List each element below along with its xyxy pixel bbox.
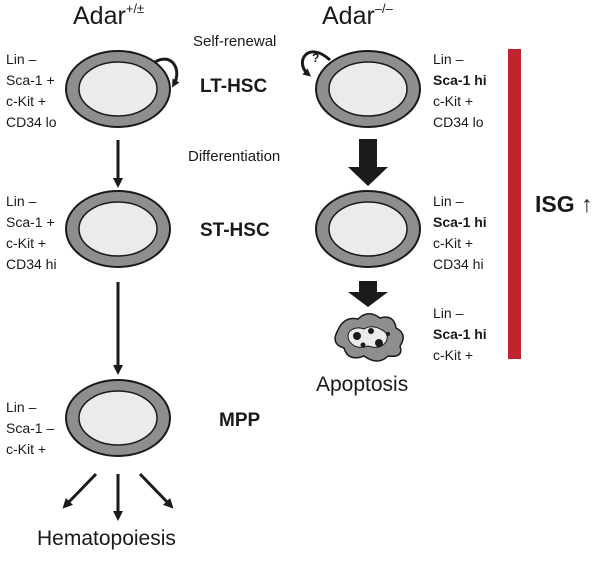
marker: Sca-1 + (6, 214, 55, 230)
marker-highlight: Sca-1 hi (433, 72, 487, 88)
marker-highlight: Sca-1 hi (433, 214, 487, 230)
wt-mpp-markers: Lin – Sca-1 – c-Kit + (6, 397, 54, 460)
ko-self-renewal-arrow (301, 50, 332, 77)
wt-lt-markers: Lin – Sca-1 + c-Kit + CD34 lo (6, 49, 57, 133)
marker: CD34 hi (433, 256, 484, 272)
ko-lt-markers: Lin – Sca-1 hi c-Kit + CD34 lo (433, 49, 487, 133)
marker: c-Kit + (433, 93, 474, 109)
marker: Lin – (6, 193, 37, 209)
ko-st-hsc-cell (315, 190, 421, 268)
hematopoiesis-arrow-left (62, 472, 98, 509)
marker: CD34 lo (6, 114, 57, 130)
marker: c-Kit + (6, 93, 47, 109)
marker: c-Kit + (433, 235, 474, 251)
self-renewal-label: Self-renewal (193, 33, 277, 50)
stage-mpp: MPP (219, 410, 261, 431)
marker: Sca-1 – (6, 420, 55, 436)
differentiation-label: Differentiation (188, 148, 281, 165)
wt-lt-hsc-cell (65, 50, 171, 128)
wt-mpp-cell (65, 379, 171, 457)
isg-bar (508, 49, 521, 359)
header-knockout: Adar–/– (322, 1, 393, 31)
isg-label: ISG ↑ (535, 191, 593, 218)
marker: c-Kit + (433, 347, 474, 363)
marker: c-Kit + (6, 235, 47, 251)
ko-st-markers: Lin – Sca-1 hi c-Kit + CD34 hi (433, 191, 487, 275)
hematopoiesis-arrow-right (138, 472, 174, 509)
marker-highlight: Sca-1 hi (433, 326, 487, 342)
stage-st-hsc: ST-HSC (200, 220, 270, 241)
hematopoiesis-label: Hematopoiesis (37, 527, 176, 550)
wt-self-renewal-arrow (154, 57, 180, 88)
header-wild-type: Adar+/± (73, 1, 145, 31)
header-wt-genotype: +/± (125, 1, 145, 16)
isg-text: ISG (535, 191, 575, 217)
marker: Lin – (433, 51, 464, 67)
marker: Lin – (433, 305, 464, 321)
marker: Lin – (433, 193, 464, 209)
wt-st-markers: Lin – Sca-1 + c-Kit + CD34 hi (6, 191, 57, 275)
isg-up-arrow-icon: ↑ (581, 191, 593, 217)
header-ko-base: Adar (322, 2, 375, 30)
ko-apoptosis-markers: Lin – Sca-1 hi c-Kit + (433, 303, 487, 366)
marker: Lin – (6, 399, 37, 415)
header-ko-genotype: –/– (374, 1, 393, 16)
wt-st-hsc-cell (65, 190, 171, 268)
apoptotic-cell (334, 313, 404, 362)
marker: CD34 hi (6, 256, 57, 272)
header-wt-base: Adar (73, 2, 126, 30)
marker: c-Kit + (6, 441, 47, 457)
marker: Lin – (6, 51, 37, 67)
unknown-mechanism-mark: ? (312, 51, 320, 65)
apoptosis-label: Apoptosis (316, 373, 409, 396)
ko-lt-to-st-block-arrow (348, 139, 388, 186)
ko-lt-hsc-cell (315, 50, 421, 128)
stage-lt-hsc: LT-HSC (200, 76, 268, 97)
marker: Sca-1 + (6, 72, 55, 88)
marker: CD34 lo (433, 114, 484, 130)
ko-st-to-apoptosis-block-arrow (348, 281, 388, 307)
